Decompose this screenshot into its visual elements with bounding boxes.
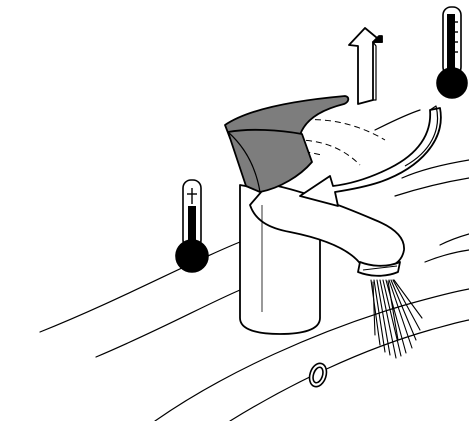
basin-edge-right-lower-2 xyxy=(424,249,469,263)
lever-cap xyxy=(227,128,313,193)
basin-edge-right-lower xyxy=(439,233,469,246)
cold-thermometer-icon xyxy=(175,179,209,273)
water-spray xyxy=(370,279,423,359)
lever-ghost-outline xyxy=(245,119,386,166)
lever-swing-arrow xyxy=(299,105,442,207)
basin xyxy=(39,109,469,421)
basin-rim-back-inner xyxy=(95,289,241,358)
basin-bowl-curve-inner xyxy=(229,319,469,421)
basin-rim-right xyxy=(401,159,469,179)
faucet-body xyxy=(239,183,405,335)
faucet-lever xyxy=(224,95,350,193)
basin-bowl-curve xyxy=(154,288,469,421)
hot-thermometer-icon xyxy=(436,6,468,99)
faucet-aerator xyxy=(357,261,401,277)
drain-icon xyxy=(308,362,328,388)
lever-up-arrow xyxy=(348,27,383,105)
basin-rim-right-inner xyxy=(394,177,469,197)
basin-rim-back xyxy=(39,241,241,333)
basin-deck-line xyxy=(374,109,421,131)
